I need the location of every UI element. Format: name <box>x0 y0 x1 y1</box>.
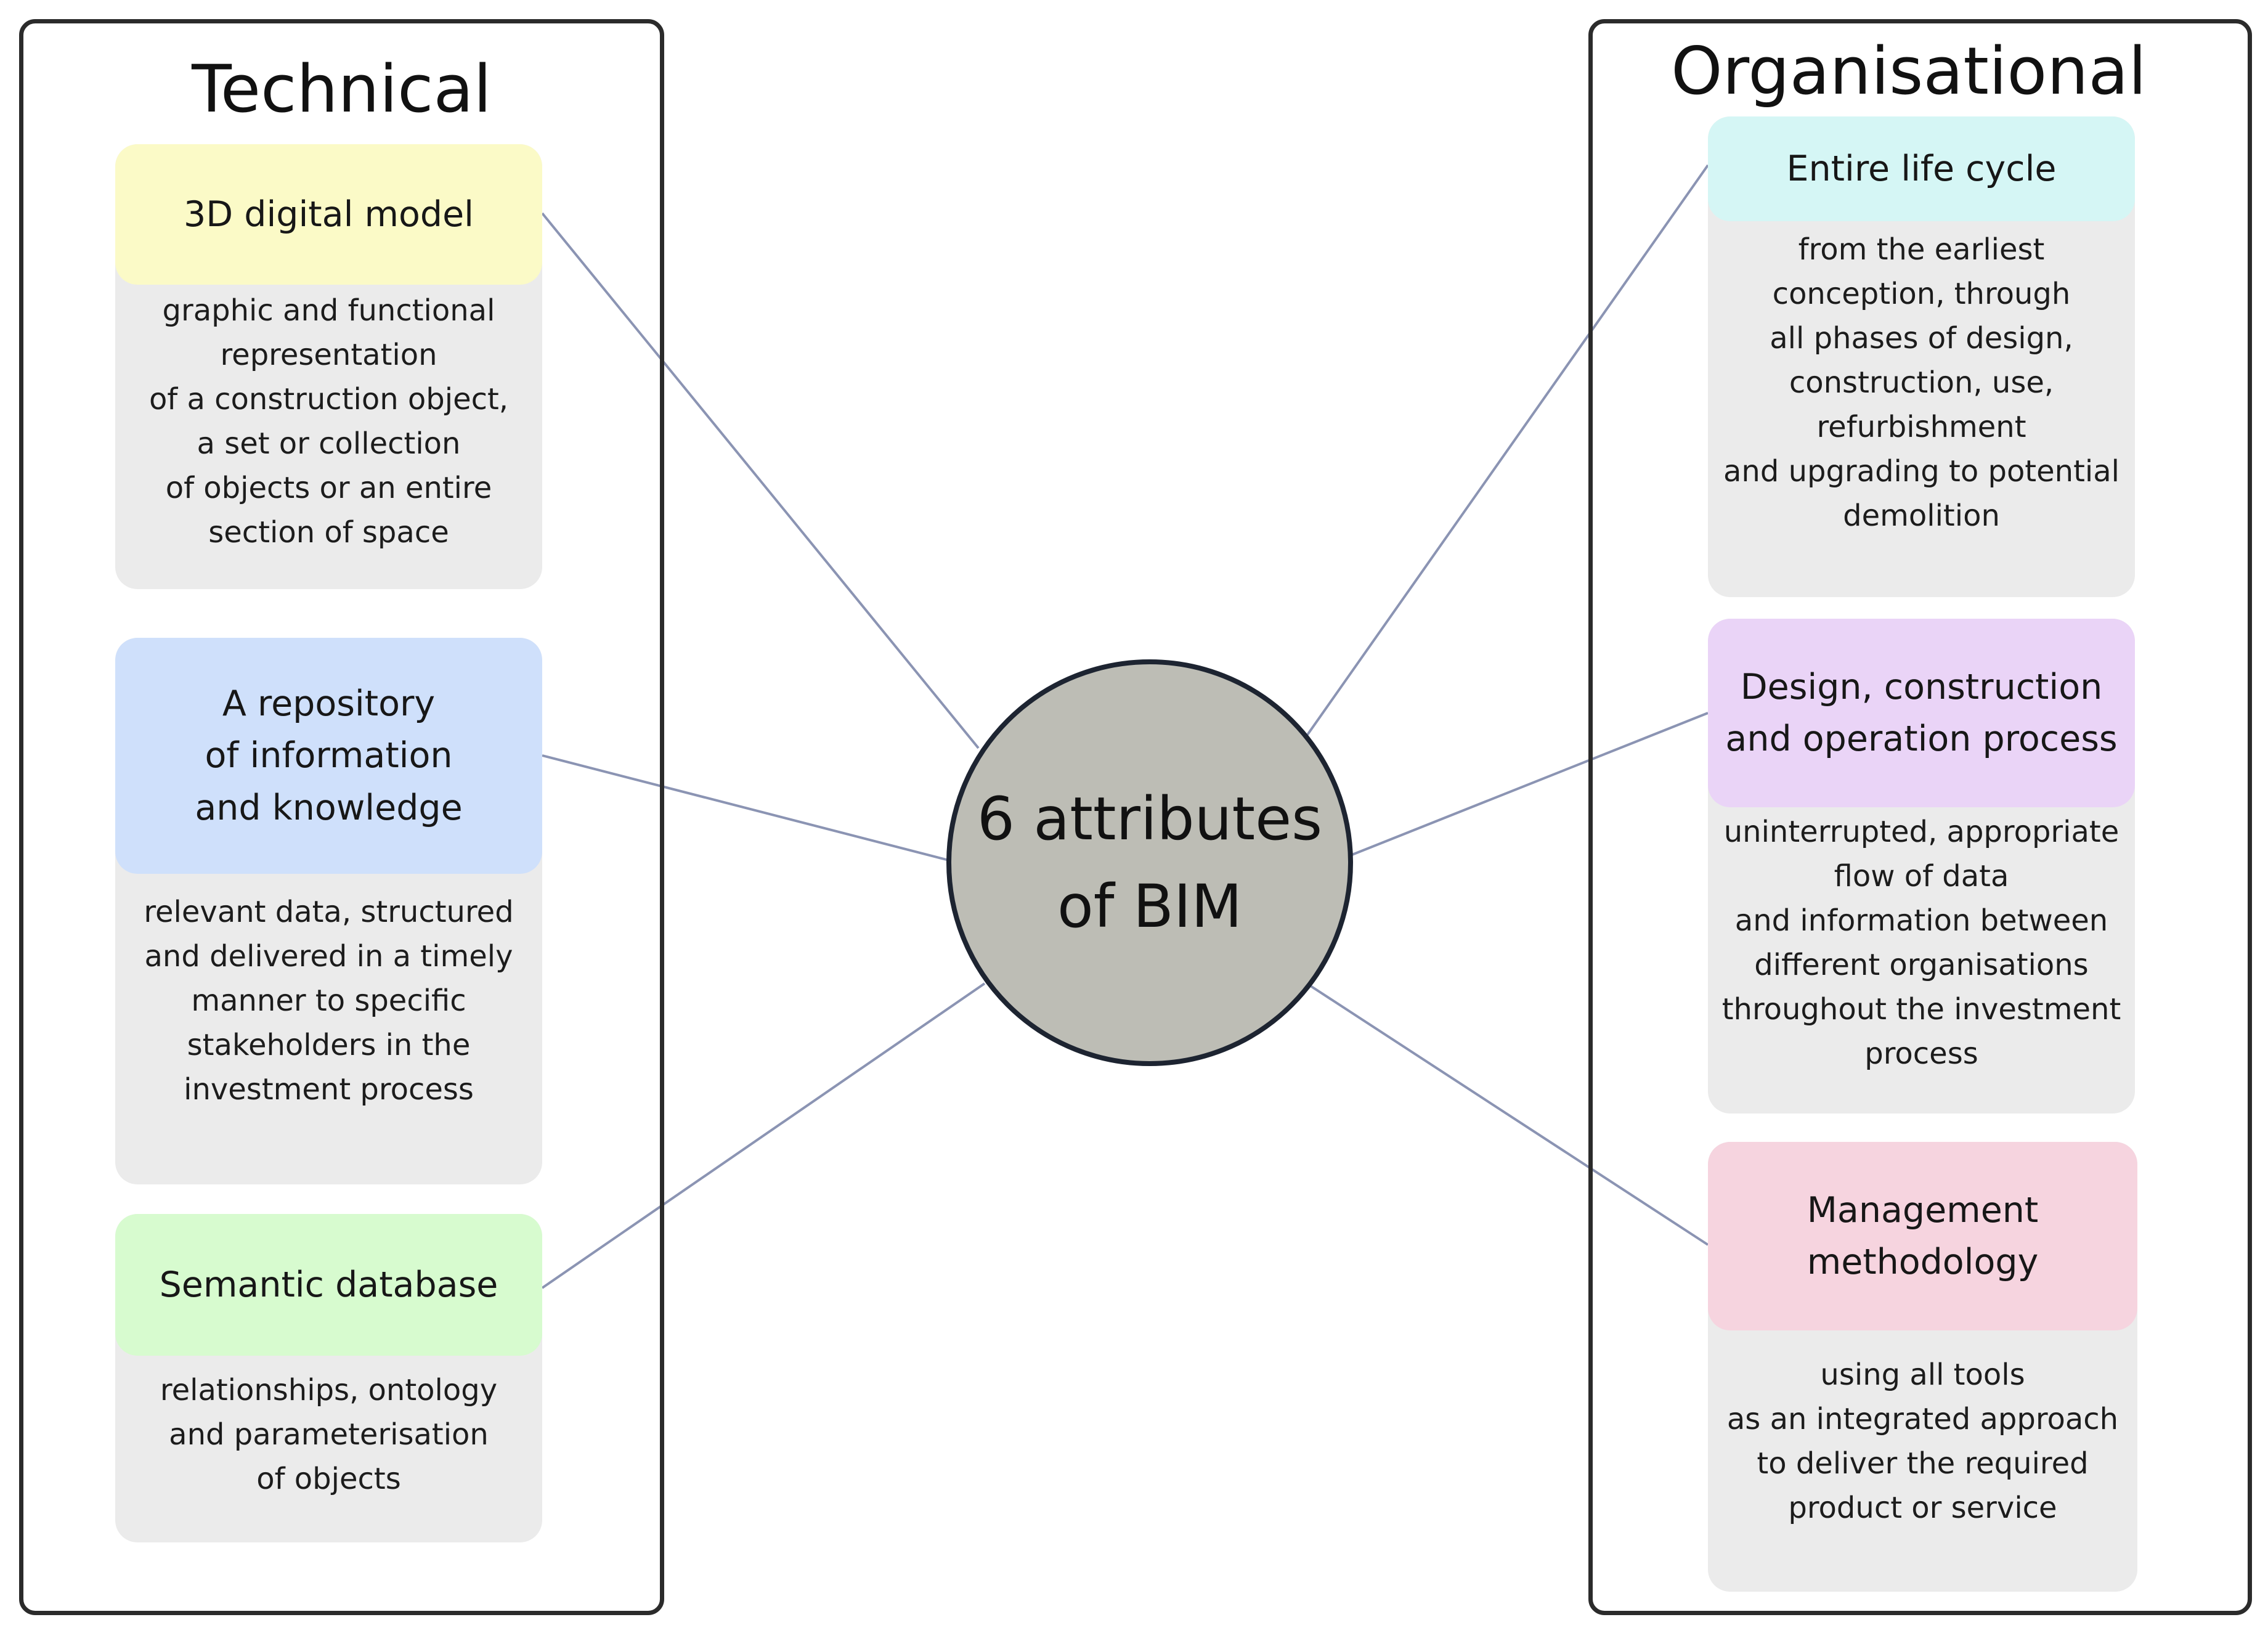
description-line: of objects <box>256 1462 401 1496</box>
card-management-methodology: Management methodology using all tools a… <box>1708 1142 2137 1592</box>
description-line: representation <box>220 338 437 372</box>
card-design-process-heading: Design, construction and operation proce… <box>1708 619 2135 807</box>
description-line: manner to specific <box>191 983 466 1018</box>
card-3d-digital-model-heading: 3D digital model <box>115 144 542 285</box>
description-line: and delivered in a timely <box>144 939 513 974</box>
organisational-title: Organisational <box>1671 33 2147 109</box>
description-line: investment process <box>184 1072 474 1107</box>
description-line: flow of data <box>1834 859 2009 894</box>
heading-line: and knowledge <box>195 787 463 828</box>
description-line: demolition <box>1843 499 2000 533</box>
card-semantic-database: Semantic database relationships, ontolog… <box>115 1214 542 1542</box>
heading-line: methodology <box>1807 1242 2039 1282</box>
heading-line: and operation process <box>1725 719 2118 759</box>
heading-line: A repository <box>222 683 436 724</box>
description-line: conception, through <box>1772 277 2071 311</box>
description-line: product or service <box>1788 1491 2057 1525</box>
center-label-line: 6 attributes <box>977 784 1323 853</box>
heading-line: 3D digital model <box>183 193 474 235</box>
description-line: from the earliest <box>1798 232 2045 267</box>
card-semantic-database-description: relationships, ontology and parameterisa… <box>115 1368 542 1501</box>
description-line: refurbishment <box>1816 410 2026 444</box>
organisational-panel <box>1588 19 2252 1615</box>
description-line: as an integrated approach <box>1726 1402 2119 1436</box>
description-line: to deliver the required <box>1757 1446 2089 1481</box>
card-management-methodology-heading: Management methodology <box>1708 1142 2137 1330</box>
description-line: all phases of design, <box>1770 321 2073 356</box>
card-repository-description: relevant data, structured and delivered … <box>115 890 542 1112</box>
description-line: different organisations <box>1754 948 2089 982</box>
technical-title: Technical <box>192 51 492 127</box>
card-3d-digital-model-description: graphic and functional representation of… <box>115 288 542 555</box>
description-line: of objects or an entire <box>165 471 492 505</box>
card-repository-heading: A repository of information and knowledg… <box>115 638 542 874</box>
description-line: using all tools <box>1820 1358 2025 1392</box>
description-line: and upgrading to potential <box>1723 454 2120 489</box>
description-line: relationships, ontology <box>160 1373 498 1407</box>
card-management-methodology-description: using all tools as an integrated approac… <box>1708 1353 2137 1530</box>
heading-line: Design, construction <box>1740 666 2103 707</box>
description-line: stakeholders in the <box>187 1028 471 1062</box>
card-design-process-description: uninterrupted, appropriate flow of data … <box>1708 810 2135 1076</box>
card-design-process: Design, construction and operation proce… <box>1708 619 2135 1114</box>
description-line: process <box>1864 1036 1978 1071</box>
description-line: of a construction object, <box>148 382 509 417</box>
description-line: and information between <box>1734 903 2108 938</box>
center-label-line: of BIM <box>1057 872 1243 941</box>
card-entire-life-cycle-heading: Entire life cycle <box>1708 116 2135 221</box>
heading-line: of information <box>205 735 453 776</box>
description-line: section of space <box>208 515 449 550</box>
description-line: graphic and functional <box>162 293 495 328</box>
description-line: relevant data, structured <box>144 895 514 929</box>
heading-line: Entire life cycle <box>1786 148 2057 189</box>
card-semantic-database-heading: Semantic database <box>115 1214 542 1356</box>
description-line: and parameterisation <box>169 1417 489 1452</box>
description-line: uninterrupted, appropriate <box>1723 815 2120 849</box>
description-line: construction, use, <box>1789 365 2054 400</box>
center-label: 6 attributes of BIM <box>977 775 1322 950</box>
card-entire-life-cycle-description: from the earliest conception, through al… <box>1708 227 2135 538</box>
technical-panel <box>19 19 664 1615</box>
heading-line: Semantic database <box>159 1264 498 1305</box>
center-bim-node: 6 attributes of BIM <box>946 659 1353 1066</box>
description-line: throughout the investment <box>1721 992 2121 1027</box>
heading-line: Management <box>1807 1189 2039 1231</box>
card-entire-life-cycle: Entire life cycle from the earliest conc… <box>1708 116 2135 597</box>
card-repository: A repository of information and knowledg… <box>115 638 542 1184</box>
card-3d-digital-model: 3D digital model graphic and functional … <box>115 144 542 589</box>
description-line: a set or collection <box>197 426 461 461</box>
